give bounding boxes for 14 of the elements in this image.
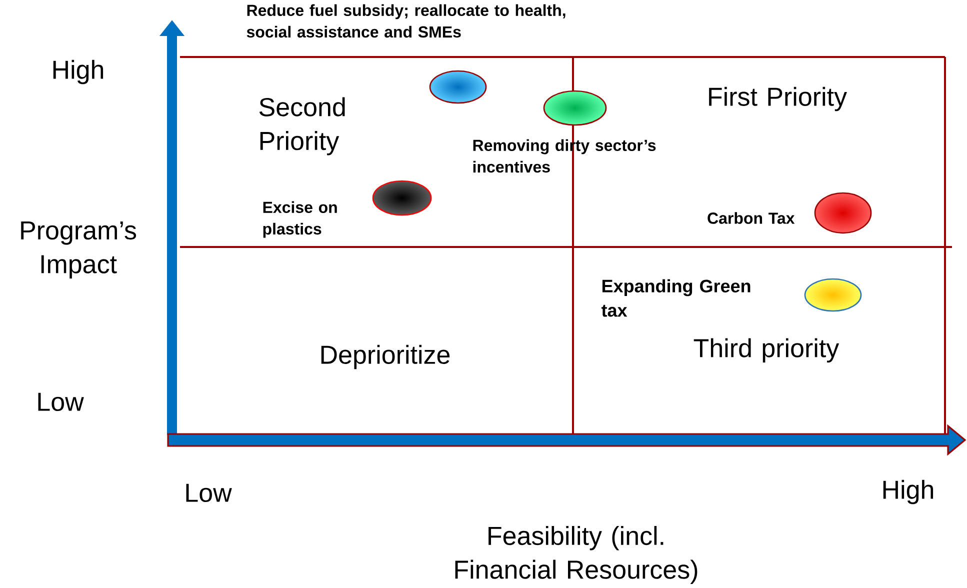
- point-label: Reduce fuel subsidy; reallocate to health, social assistance and SMEs: [246, 4, 566, 38]
- axis-label: Low: [186, 484, 232, 502]
- axis-label: High: [883, 480, 934, 504]
- quadrant-label: Third priority: [694, 338, 840, 362]
- axis-label: High: [53, 60, 104, 84]
- quadrant-label: Second Priority: [259, 97, 345, 156]
- point-label: Excise on plastics: [263, 201, 337, 238]
- quadrant-label: Deprioritize: [321, 344, 450, 370]
- axis-label: Low: [38, 392, 84, 412]
- point-label: Carbon Tax: [708, 212, 795, 224]
- axis-label: Feasibility (incl. Financial Resources): [455, 526, 698, 584]
- point-label: Expanding Green tax: [602, 279, 750, 317]
- quadrant-label: First Priority: [709, 86, 847, 112]
- axis-label: Program’s Impact: [21, 221, 136, 279]
